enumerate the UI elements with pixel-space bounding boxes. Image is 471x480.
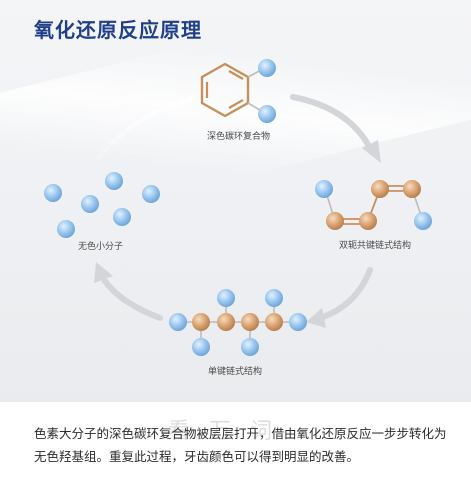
- cycle-arrow-2: [306, 267, 373, 328]
- page-title: 氧化还原反应原理: [34, 18, 202, 42]
- watermark: 看 万 词: [168, 419, 278, 444]
- single-bond-chain-label: 单键链式结构: [208, 367, 263, 377]
- benzene-molecule: [200, 59, 276, 123]
- diagram-panel: [0, 0, 471, 402]
- benzene-label: 深色碳环复合物: [207, 132, 271, 142]
- conjugated-chain-molecule: [315, 180, 432, 230]
- conjugated-chain-label: 双轭共键链式结构: [339, 241, 412, 251]
- redox-cycle-diagram: [44, 59, 432, 356]
- single-bond-chain-molecule: [169, 289, 307, 356]
- small-molecules-label: 无色小分子: [78, 242, 124, 252]
- cycle-arrow-3: [94, 262, 163, 321]
- caption-text: 色素大分子的深色碳环复合物被层层打开，借由氧化还原反应一步步转化为无色羟基组。重…: [34, 426, 447, 464]
- small-molecules: [44, 172, 160, 238]
- cycle-arrow-1: [290, 94, 381, 163]
- cycle-arrow-dotted: [95, 94, 201, 161]
